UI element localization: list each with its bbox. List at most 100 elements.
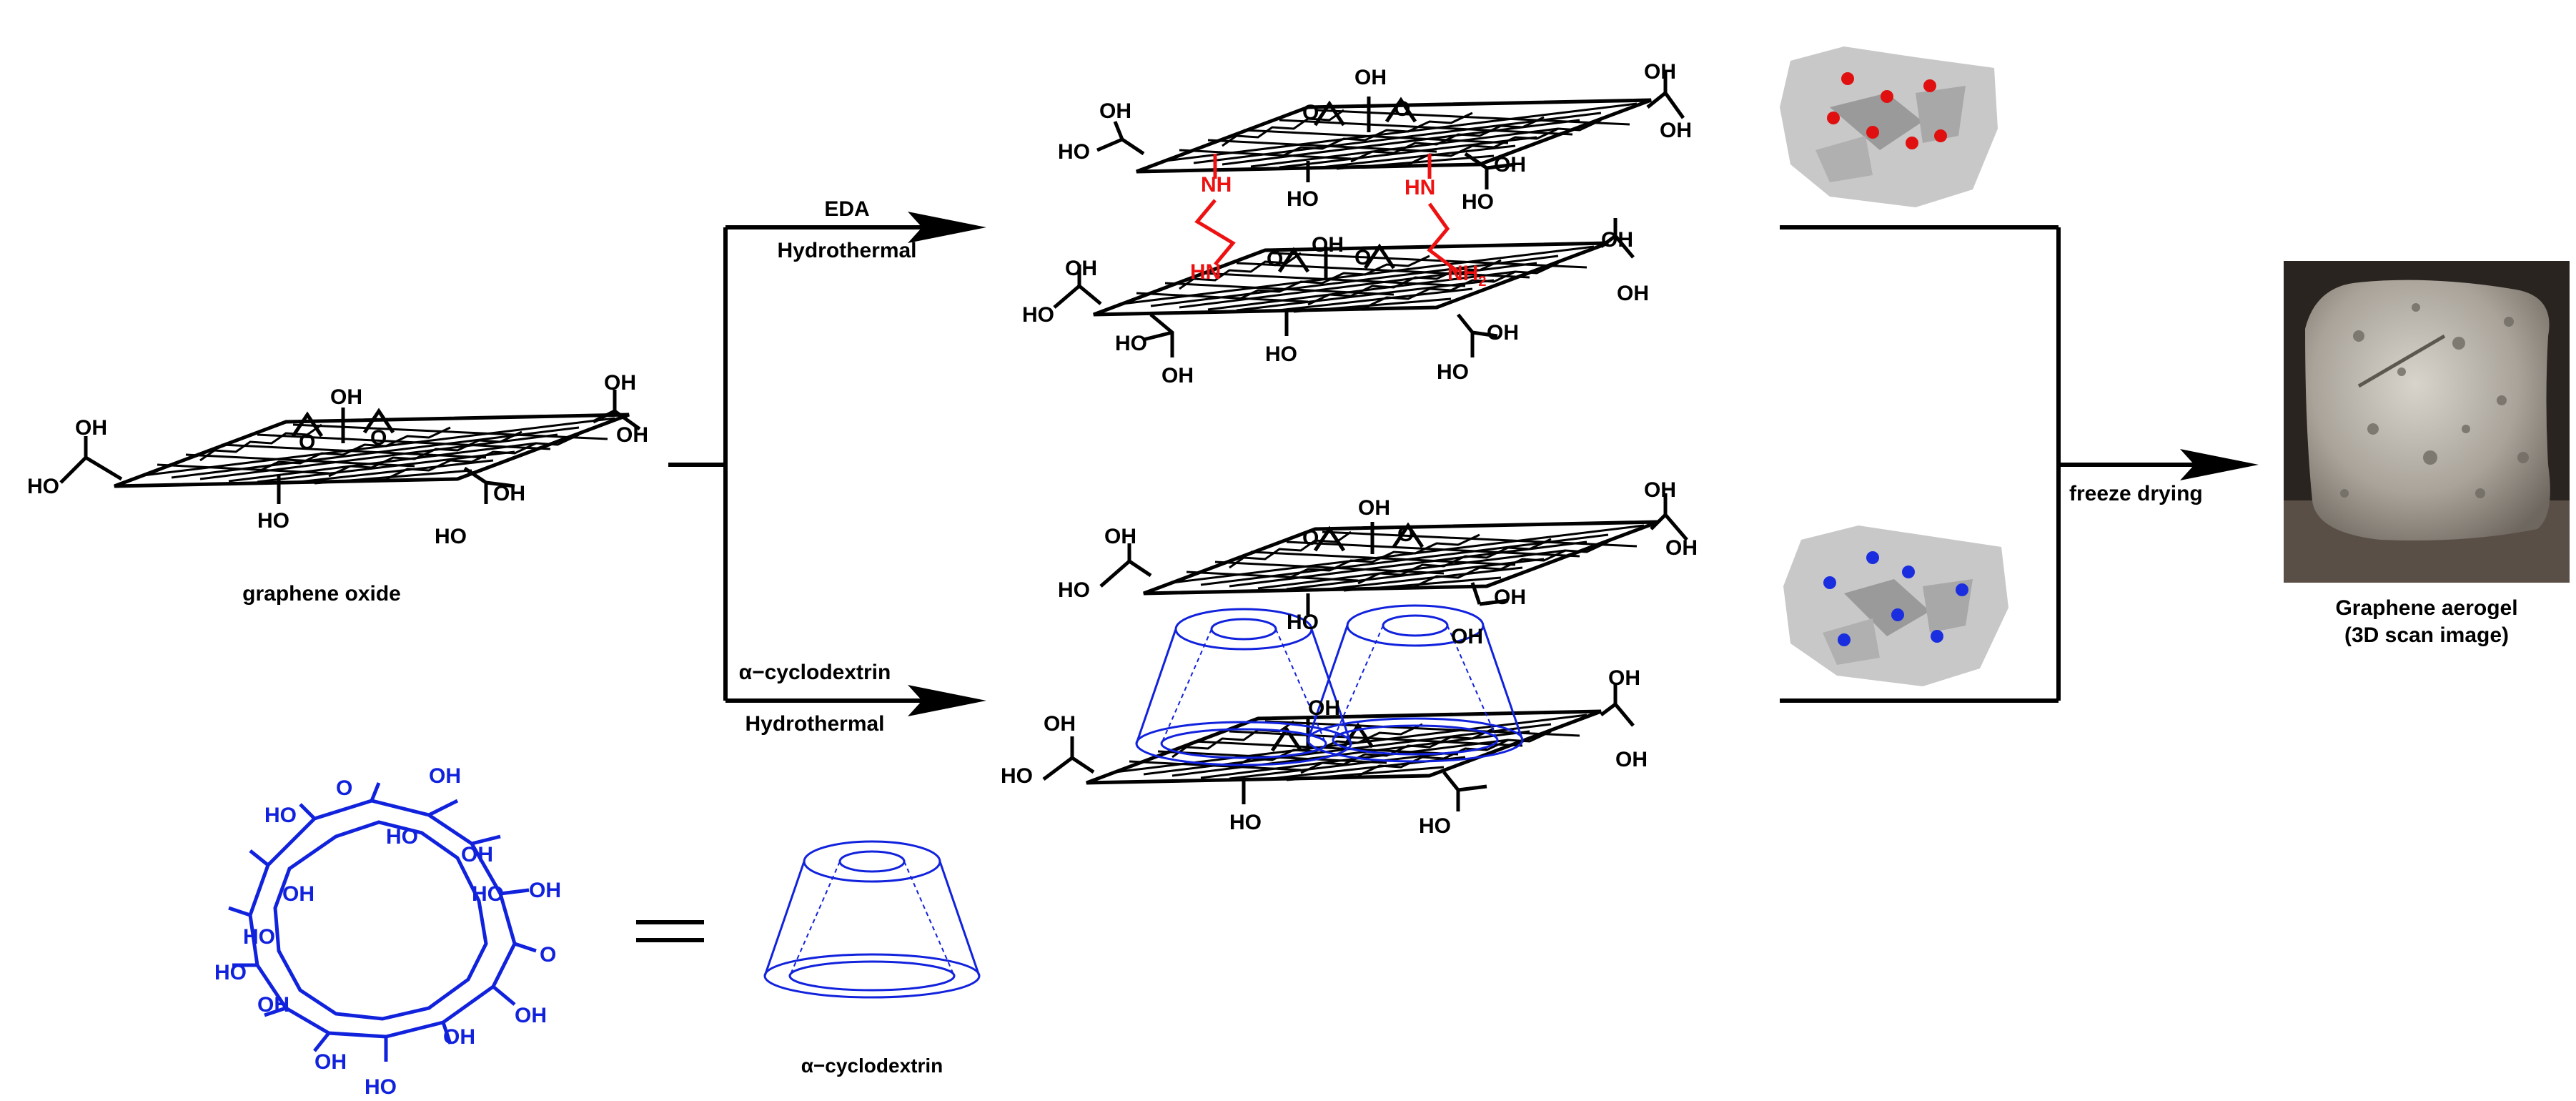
reaction-arrow-icon [2180, 449, 2259, 480]
cd-condition-label: Hydrothermal [745, 712, 884, 736]
product-title: Graphene aerogel [2335, 596, 2517, 620]
oh-label: OH [1161, 364, 1194, 387]
oh-label: OH [75, 416, 107, 440]
ho-label: HO [386, 825, 418, 849]
oh-label: OH [330, 385, 362, 409]
cyclodextrin-cone-icon [763, 840, 981, 999]
ho-label: HO [264, 804, 297, 827]
freeze-drying-label: freeze drying [2069, 482, 2203, 505]
oh-label: OH [1451, 625, 1483, 648]
epoxide-o-label: O [1397, 523, 1414, 546]
oh-label: OH [604, 371, 636, 395]
crosslink-dot [1866, 126, 1879, 139]
oh-label: OH [1354, 66, 1387, 89]
epoxide-o-label: O [1394, 97, 1410, 121]
epoxide-o-label: O [1302, 526, 1319, 550]
oh-label: OH [257, 993, 289, 1017]
cd-gel-flake [1783, 525, 2008, 686]
crosslink-dot [1956, 583, 1968, 596]
graphene-sheet-icon [1094, 243, 1608, 315]
branch-connector [668, 225, 922, 703]
oh-label: OH [1065, 257, 1097, 280]
oh-label: OH [1044, 712, 1076, 736]
ho-label: HO [1265, 342, 1297, 366]
aerogel-photo [2284, 261, 2570, 583]
oh-label: OH [515, 1004, 547, 1027]
oh-label: OH [1494, 153, 1526, 177]
crosslink-dot [1881, 90, 1893, 103]
ho-label: HO [1058, 140, 1090, 164]
oh-label: OH [1608, 666, 1640, 690]
epoxide-o-label: O [370, 426, 387, 450]
hn-label: HN [1190, 260, 1221, 284]
oh-label: OH [314, 1050, 347, 1074]
oh-label: OH [1308, 696, 1340, 720]
oh-label: OH [1615, 748, 1648, 771]
ho-label: HO [1437, 360, 1469, 384]
oh-label: OH [616, 423, 648, 447]
ho-label: HO [243, 925, 275, 949]
eda-linker [1194, 154, 1460, 273]
oh-label: OH [1312, 233, 1344, 257]
eda-condition-label: Hydrothermal [777, 239, 916, 262]
ho-label: HO [472, 882, 504, 906]
epoxide-o-label: O [1267, 247, 1283, 271]
crosslink-dot [1931, 630, 1943, 643]
nh-label: NH [1201, 173, 1232, 197]
reaction-arrow-icon [908, 212, 986, 243]
eda-gel-flake [1780, 46, 1998, 207]
crosslink-dot [1827, 112, 1840, 124]
ho-label: HO [27, 475, 59, 498]
oh-label: OH [1617, 282, 1649, 305]
ho-label: HO [435, 525, 467, 548]
crosslink-dot [1891, 608, 1904, 621]
oh-label: OH [443, 1025, 475, 1049]
eda-crosslinked-structure: OH OH OH HO OH O O HO OH HO NH HN HN NH2… [1022, 60, 1692, 387]
ho-label: HO [214, 961, 247, 984]
ho-label: HO [257, 509, 289, 533]
crosslink-dot [1923, 79, 1936, 92]
ho-label: HO [1419, 814, 1451, 838]
ring-o-label: O [336, 776, 352, 800]
ring-o-label: O [540, 943, 556, 967]
cyclodextrin-crosslinked-structure: OH HO OH OH OH O O HO OH OH OH HO OH OH … [1001, 478, 1698, 838]
start-label: graphene oxide [242, 582, 401, 606]
ho-label: HO [1462, 190, 1494, 214]
cyclodextrin-ring-structure [228, 782, 537, 1062]
oh-label: OH [493, 482, 525, 505]
crosslink-dot [1902, 566, 1915, 578]
product-subtitle: (3D scan image) [2344, 623, 2509, 647]
crosslink-dot [1866, 551, 1879, 564]
crosslink-dot [1906, 137, 1918, 149]
eda-reagent-label: EDA [824, 197, 869, 221]
epoxide-o-label: O [1354, 246, 1371, 270]
crosslink-dot [1823, 576, 1836, 589]
equals-sign [636, 920, 704, 942]
crosslink-dot [1934, 129, 1947, 142]
oh-label: OH [1644, 478, 1676, 502]
cd-reagent-label: α−cyclodextrin [739, 661, 891, 684]
reaction-arrow-icon [908, 685, 986, 716]
hn-label: HN [1405, 176, 1435, 199]
cyclodextrin-labels: HO OH O HO OH OH HO O OH OH HO OH HO HO … [214, 764, 561, 1099]
graphene-oxide-structure: OH HO OH OH OH O O HO HO OH [27, 371, 648, 548]
ho-label: HO [1022, 303, 1054, 327]
oh-label: OH [1487, 321, 1519, 345]
oh-label: OH [1104, 525, 1136, 548]
ho-label: HO [365, 1075, 397, 1099]
oh-label: OH [529, 879, 561, 902]
crosslink-dot [1841, 72, 1854, 85]
oh-label: OH [429, 764, 461, 788]
oh-label: OH [1660, 119, 1692, 142]
oh-label: OH [461, 843, 493, 867]
ho-label: HO [1058, 578, 1090, 602]
ho-label: HO [1001, 764, 1033, 788]
oh-label: OH [1665, 536, 1698, 560]
oh-label: OH [1099, 99, 1131, 123]
crosslink-dot [1838, 633, 1851, 646]
nh2-label: NH2 [1447, 262, 1486, 290]
merge-connector [1780, 225, 2201, 703]
cone-legend-label: α−cyclodextrin [801, 1055, 943, 1077]
ho-label: HO [1115, 332, 1147, 355]
